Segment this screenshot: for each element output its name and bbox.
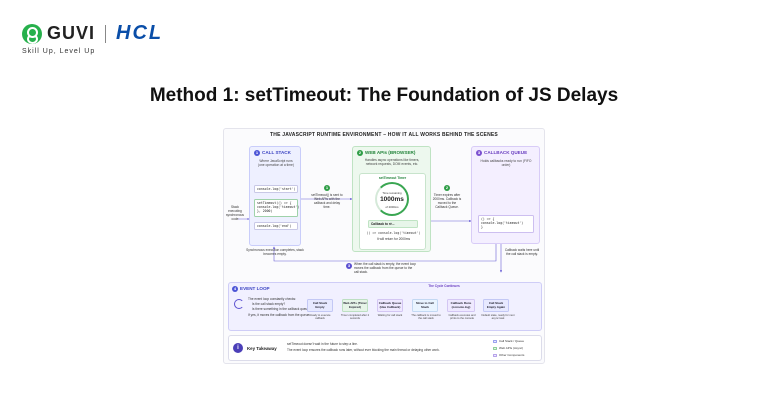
step-2-badge: 2	[444, 185, 450, 191]
timer-remaining-value: 1000ms	[380, 196, 404, 203]
code-line-settimeout: setTimeout(() => {	[257, 201, 292, 205]
brand-header: GUVI HCL Skill Up, Level Up	[22, 22, 163, 62]
code-line-delay: }, 2000)	[257, 209, 273, 213]
brand-logos: GUVI HCL	[22, 22, 163, 45]
cycle-stage-6: Call Stack Empty Again	[483, 299, 509, 312]
takeaway-panel: i Key Takeaway setTimeout doesn't wait i…	[228, 335, 542, 361]
code-line-end: console.log('end')	[254, 222, 298, 230]
callback-queue-number: 3	[476, 150, 482, 156]
takeaway-line-1: setTimeout doesn't wait in the future to…	[287, 342, 358, 346]
cycle-stage-5: Callback Runs (console.log)	[447, 299, 475, 312]
call-stack-panel: 1 CALL STACK Where JavaScript runs (one …	[249, 146, 301, 246]
arrow-queue-to-stack	[272, 244, 497, 262]
callback-queue-title: CALLBACK QUEUE	[484, 150, 528, 155]
legend-web-apis: Web APIs (Async)	[493, 346, 523, 350]
queued-line-1: () => {	[481, 217, 495, 221]
cycle-stage-4-desc: The callback is moved to the call stack	[411, 314, 441, 321]
cycle-stage-2-desc: Timer completed after 2 seconds	[340, 314, 370, 321]
legend-label-call-stack: Call Stack / Queue	[499, 339, 525, 343]
queued-line-3: }	[481, 225, 483, 229]
callback-queue-panel: 3 CALLBACK QUEUE Holds callbacks ready t…	[471, 146, 540, 244]
cycle-stage-5-desc: Callback executes and prints to the cons…	[448, 314, 476, 321]
loop-icon	[234, 299, 244, 309]
legend-other: Other Components	[493, 353, 524, 357]
queue-wait-note: Callback waits here until the call stack…	[504, 248, 540, 256]
cycle-stage-4: Move to Call Stack	[412, 299, 438, 312]
callback-note: It will return for 2000ms	[376, 237, 411, 241]
info-icon: i	[233, 343, 243, 353]
legend-swatch-green	[493, 346, 497, 350]
guvi-logo-icon	[22, 23, 42, 44]
takeaway-title: Key Takeaway	[247, 346, 277, 351]
cycle-label: The Cycle Continues	[428, 284, 460, 288]
cycle-stage-1: Call Stack Empty	[307, 299, 333, 312]
page-title: Method 1: setTimeout: The Foundation of …	[149, 85, 619, 106]
diagram-title: THE JAVASCRIPT RUNTIME ENVIRONMENT – HOW…	[270, 132, 498, 138]
takeaway-line-2: The event loop ensures the callback runs…	[287, 348, 440, 352]
callback-to-run-label: Callback to rè...	[368, 220, 418, 228]
legend-swatch-purple	[493, 353, 497, 357]
call-stack-number: 1	[254, 150, 260, 156]
legend-call-stack: Call Stack / Queue	[493, 339, 524, 343]
step-3-text: When the call stack is empty, the event …	[354, 262, 416, 274]
cycle-stage-6-desc: Default state, ready for next async task	[481, 314, 515, 321]
timer-total: of 2000ms	[385, 205, 399, 209]
stack-side-note: Stack executing synchronous code	[225, 205, 245, 221]
callback-code: () => console.log('timeout')	[366, 231, 421, 235]
cycle-stage-3: Callback Queue (Has Callback)	[377, 299, 403, 312]
js-runtime-diagram: THE JAVASCRIPT RUNTIME ENVIRONMENT – HOW…	[223, 128, 545, 364]
step-1-badge: 1	[324, 185, 330, 191]
step-2-text: Timer expires after 2000ms. Callback is …	[432, 193, 462, 209]
call-stack-subtitle: Where JavaScript runs (one operation at …	[258, 159, 294, 168]
web-apis-number: 2	[357, 150, 363, 156]
queued-callback-code: () => { console.log('timeout') }	[478, 215, 534, 233]
cycle-stage-2: Web APIs (Timer Expired)	[342, 299, 368, 312]
queued-line-2: console.log('timeout')	[481, 221, 524, 225]
code-line-start: console.log('start')	[254, 185, 298, 193]
timer-remaining-label: Time remaining	[382, 191, 402, 195]
event-loop-title: EVENT LOOP	[240, 286, 270, 291]
cycle-stage-1-desc: Ready to execute callback	[309, 314, 331, 321]
hcl-logo-text: HCL	[116, 22, 164, 44]
loop-check-queue: Is there something in the callback queue…	[252, 307, 311, 311]
callback-queue-subtitle: Holds callbacks ready to run (FIFO order…	[480, 159, 532, 168]
cycle-stage-3-desc: Waiting for call stack	[377, 314, 403, 317]
step-1-text: setTimeout() is sent to Web APIs with th…	[311, 193, 343, 209]
loop-check-stack: Is the call stack empty?	[252, 302, 286, 306]
brand-tagline: Skill Up, Level Up	[22, 48, 96, 55]
web-apis-subtitle: Handles async operations like timers, ne…	[364, 158, 420, 167]
loop-check-move: If yes, it moves the callback from the q…	[248, 313, 311, 317]
timer-label: setTimeout Timer	[378, 176, 407, 180]
web-apis-title: WEB APIs (BROWSER)	[365, 150, 416, 155]
legend-label-other: Other Components	[499, 353, 525, 357]
legend-swatch-blue	[493, 339, 497, 343]
web-apis-panel: 2 WEB APIs (BROWSER) Handles async opera…	[352, 146, 431, 252]
legend-label-web-apis: Web APIs (Async)	[499, 346, 524, 350]
loop-check-intro: The event loop constantly checks:	[248, 297, 297, 301]
timer-card: setTimeout Timer Time remaining 1000ms o…	[359, 173, 426, 250]
step-3-badge: 3	[346, 263, 352, 269]
code-block-settimeout: setTimeout(() => { console.log('timeout'…	[254, 199, 300, 217]
event-loop-panel: 4 EVENT LOOP The event loop constantly c…	[228, 282, 542, 331]
event-loop-number: 4	[232, 286, 238, 292]
stack-bottom-note: Synchronous execution completes, stack b…	[246, 248, 304, 256]
guvi-logo-text: GUVI	[47, 23, 96, 43]
call-stack-title: CALL STACK	[262, 150, 291, 155]
code-line-timeout-log: console.log('timeout')	[257, 205, 300, 209]
timer-gauge: Time remaining 1000ms of 2000ms	[375, 182, 409, 216]
brand-divider	[105, 24, 107, 43]
